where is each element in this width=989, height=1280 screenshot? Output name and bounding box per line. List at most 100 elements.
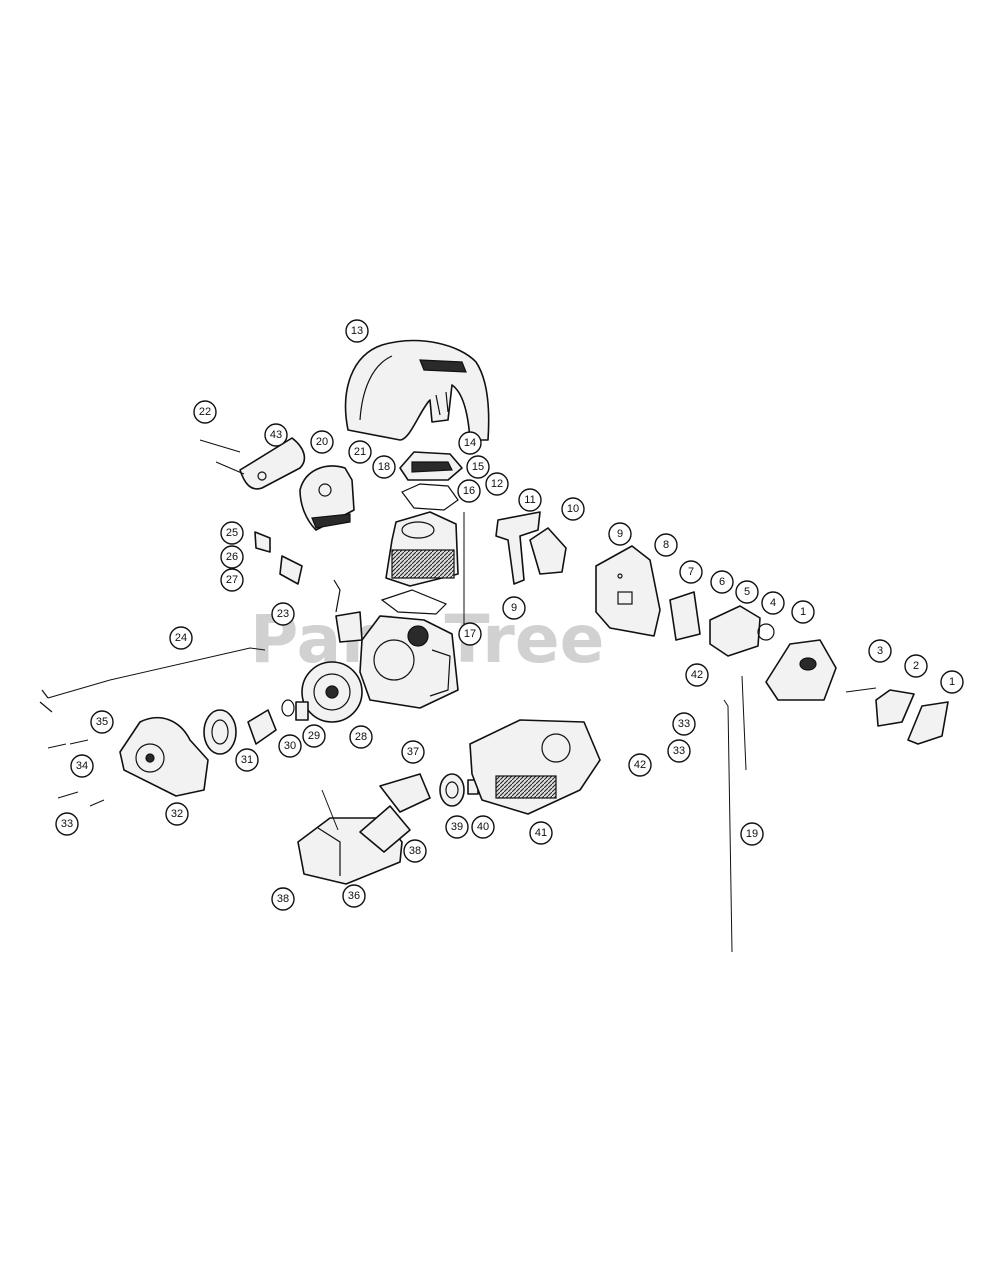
intake-boot-part bbox=[359, 773, 431, 853]
primer-26-part bbox=[254, 531, 303, 585]
callout-30[interactable]: 30 bbox=[278, 734, 302, 758]
spacer-29 bbox=[295, 701, 309, 721]
callout-23[interactable]: 23 bbox=[271, 602, 295, 626]
svg-text:9: 9 bbox=[617, 528, 623, 540]
svg-text:43: 43 bbox=[270, 429, 282, 441]
callout-2[interactable]: 2 bbox=[904, 654, 928, 678]
air-filter-box-part bbox=[765, 639, 837, 701]
washer-30 bbox=[281, 699, 295, 717]
svg-text:33: 33 bbox=[61, 818, 73, 830]
svg-text:33: 33 bbox=[673, 745, 685, 757]
svg-text:20: 20 bbox=[316, 436, 328, 448]
svg-text:21: 21 bbox=[354, 446, 366, 458]
crankcase-part bbox=[359, 615, 459, 709]
callout-20[interactable]: 20 bbox=[310, 430, 334, 454]
ignition-coil-part bbox=[333, 579, 363, 643]
svg-text:34: 34 bbox=[76, 760, 88, 772]
svg-text:18: 18 bbox=[378, 461, 390, 473]
callout-9a[interactable]: 9 bbox=[608, 522, 632, 546]
callout-25[interactable]: 25 bbox=[220, 521, 244, 545]
svg-text:39: 39 bbox=[451, 821, 463, 833]
svg-text:13: 13 bbox=[351, 325, 363, 337]
svg-text:32: 32 bbox=[171, 808, 183, 820]
callout-22[interactable]: 22 bbox=[193, 400, 217, 424]
callout-18[interactable]: 18 bbox=[372, 455, 396, 479]
callout-34[interactable]: 34 bbox=[70, 754, 94, 778]
svg-text:24: 24 bbox=[175, 632, 187, 644]
callout-42a[interactable]: 42 bbox=[685, 663, 709, 687]
svg-text:15: 15 bbox=[472, 461, 484, 473]
callout-33a[interactable]: 33 bbox=[55, 812, 79, 836]
callout-29[interactable]: 29 bbox=[302, 724, 326, 748]
callout-11[interactable]: 11 bbox=[518, 488, 542, 512]
callout-5[interactable]: 5 bbox=[735, 580, 759, 604]
svg-text:11: 11 bbox=[524, 494, 535, 506]
svg-text:35: 35 bbox=[96, 716, 108, 728]
svg-text:38: 38 bbox=[277, 893, 289, 905]
clutch-housing-part bbox=[119, 716, 209, 797]
callout-37[interactable]: 37 bbox=[401, 740, 425, 764]
svg-text:6: 6 bbox=[719, 576, 725, 588]
svg-text:29: 29 bbox=[308, 730, 320, 742]
callout-13[interactable]: 13 bbox=[345, 319, 369, 343]
callout-17[interactable]: 17 bbox=[458, 622, 482, 646]
callout-41[interactable]: 41 bbox=[529, 821, 553, 845]
svg-text:17: 17 bbox=[464, 628, 476, 640]
callout-36[interactable]: 36 bbox=[342, 884, 366, 908]
callout-31[interactable]: 31 bbox=[235, 748, 259, 772]
air-filter-2-part bbox=[875, 689, 915, 727]
callout-33c[interactable]: 33 bbox=[667, 739, 691, 763]
callout-19[interactable]: 19 bbox=[740, 822, 764, 846]
svg-text:3: 3 bbox=[877, 645, 883, 657]
callout-24[interactable]: 24 bbox=[169, 626, 193, 650]
callout-39[interactable]: 39 bbox=[445, 815, 469, 839]
callout-16[interactable]: 16 bbox=[457, 479, 481, 503]
svg-text:25: 25 bbox=[226, 527, 238, 539]
svg-text:22: 22 bbox=[199, 406, 211, 418]
svg-text:14: 14 bbox=[464, 437, 476, 449]
cylinder-cover-15-part bbox=[399, 451, 463, 481]
callout-3[interactable]: 3 bbox=[868, 639, 892, 663]
svg-text:2: 2 bbox=[913, 660, 919, 672]
gasket-7-part bbox=[669, 591, 701, 641]
svg-text:16: 16 bbox=[463, 485, 475, 497]
svg-text:7: 7 bbox=[688, 566, 694, 578]
callout-40[interactable]: 40 bbox=[471, 815, 495, 839]
callout-15[interactable]: 15 bbox=[466, 455, 490, 479]
callout-1b[interactable]: 1 bbox=[940, 670, 964, 694]
flywheel-part bbox=[301, 661, 363, 723]
starter-pulley-part bbox=[439, 773, 479, 807]
callout-10[interactable]: 10 bbox=[561, 497, 585, 521]
callout-8[interactable]: 8 bbox=[654, 533, 678, 557]
throttle-bracket-10-part bbox=[529, 527, 567, 575]
throttle-cable-24 bbox=[47, 647, 266, 699]
callout-9b[interactable]: 9 bbox=[502, 596, 526, 620]
callout-33b[interactable]: 33 bbox=[672, 712, 696, 736]
callout-6[interactable]: 6 bbox=[710, 570, 734, 594]
svg-text:8: 8 bbox=[663, 539, 669, 551]
callout-42b[interactable]: 42 bbox=[628, 753, 652, 777]
svg-text:38: 38 bbox=[409, 845, 421, 857]
air-filter-cover-1-part bbox=[907, 701, 949, 745]
callout-38a[interactable]: 38 bbox=[403, 839, 427, 863]
callout-12[interactable]: 12 bbox=[485, 472, 509, 496]
bracket-20-part bbox=[299, 465, 355, 531]
svg-text:10: 10 bbox=[567, 503, 579, 515]
callout-38b[interactable]: 38 bbox=[271, 887, 295, 911]
svg-text:4: 4 bbox=[770, 597, 776, 609]
callout-32[interactable]: 32 bbox=[165, 802, 189, 826]
callout-7[interactable]: 7 bbox=[679, 560, 703, 584]
callout-21[interactable]: 21 bbox=[348, 440, 372, 464]
callout-26[interactable]: 26 bbox=[220, 545, 244, 569]
callout-27[interactable]: 27 bbox=[220, 568, 244, 592]
svg-text:9: 9 bbox=[511, 602, 517, 614]
callout-1a[interactable]: 1 bbox=[791, 600, 815, 624]
callout-43[interactable]: 43 bbox=[264, 423, 288, 447]
callout-4[interactable]: 4 bbox=[761, 591, 785, 615]
callout-28[interactable]: 28 bbox=[349, 725, 373, 749]
callout-35[interactable]: 35 bbox=[90, 710, 114, 734]
fuel-line-19 bbox=[723, 699, 733, 953]
gasket-17-part bbox=[380, 589, 448, 615]
callout-14[interactable]: 14 bbox=[458, 431, 482, 455]
